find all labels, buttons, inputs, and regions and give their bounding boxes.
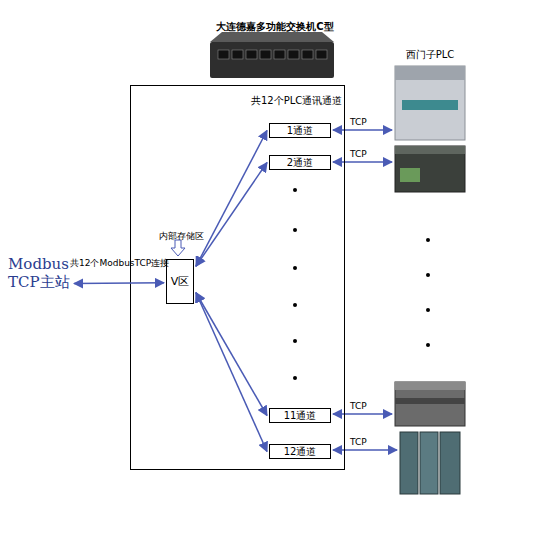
plc-module (440, 432, 460, 494)
protocol-label: TCP (350, 149, 367, 159)
plc-strip (402, 100, 458, 110)
ellipsis-dot (426, 273, 430, 277)
plc-body (395, 66, 465, 140)
ellipsis-dot (293, 376, 297, 380)
connector-arrow (196, 293, 267, 452)
plc-title: 西门子PLC (390, 48, 470, 62)
connector-arrow (196, 163, 267, 267)
connector-arrow (196, 131, 267, 267)
master-label: Modbus TCP主站 (8, 255, 72, 291)
tcp-arrow (333, 449, 397, 451)
switch-port (232, 50, 243, 59)
storage-heading: 内部存储区 (149, 230, 213, 243)
ellipsis-dot (293, 339, 297, 343)
tcp-arrow (333, 129, 392, 131)
switch-frame: 共12个PLC通讯通道内部存储区V区1通道2通道11通道12通道 (130, 85, 345, 470)
switch-body (210, 42, 334, 78)
ellipsis-dot (293, 266, 297, 270)
plc-body (395, 382, 465, 426)
protocol-label: TCP (350, 401, 367, 411)
edge-label: 共12个ModbusTCP连接 (70, 257, 169, 270)
ellipsis-dot (426, 343, 430, 347)
plc-module (420, 432, 438, 494)
connector-arrow (74, 282, 164, 284)
tcp-arrow (333, 161, 392, 163)
master-station: Modbus TCP主站 (8, 255, 72, 293)
plc-strip (395, 398, 465, 404)
pointer-arrow (171, 240, 185, 256)
plc-body (395, 146, 465, 192)
connector-arrow (196, 293, 267, 416)
ellipsis-dot (293, 188, 297, 192)
channel-box: 11通道 (269, 408, 331, 423)
channel-label: 11通道 (270, 409, 330, 422)
plc-top (395, 382, 465, 390)
ellipsis-dot (426, 308, 430, 312)
switch-port (274, 50, 285, 59)
plc-top (395, 146, 465, 154)
storage-box: 内部存储区V区 (166, 259, 194, 304)
protocol-label: TCP (350, 117, 367, 127)
ellipsis-dot (293, 228, 297, 232)
channel-box: 12通道 (269, 444, 331, 459)
switch-port (218, 50, 229, 59)
channel-label: 12通道 (270, 445, 330, 458)
switch-port (260, 50, 271, 59)
device-title: 大连德嘉多功能交换机C型 (200, 20, 350, 34)
channel-box: 1通道 (269, 123, 331, 138)
plc-top (395, 66, 465, 80)
protocol-label: TCP (350, 437, 367, 447)
ellipsis-dot (426, 238, 430, 242)
channel-box: 2通道 (269, 155, 331, 170)
tcp-arrow (333, 413, 392, 415)
plc-module (400, 432, 418, 494)
switch-port (246, 50, 257, 59)
frame-heading: 共12个PLC通讯通道 (251, 94, 342, 108)
switch-port (302, 50, 313, 59)
switch-port (316, 50, 327, 59)
switch-top (210, 32, 334, 42)
ellipsis-dot (293, 303, 297, 307)
channel-label: 2通道 (270, 156, 330, 169)
plc-strip (400, 168, 420, 182)
switch-port (288, 50, 299, 59)
storage-label: V区 (167, 260, 193, 303)
channel-label: 1通道 (270, 124, 330, 137)
